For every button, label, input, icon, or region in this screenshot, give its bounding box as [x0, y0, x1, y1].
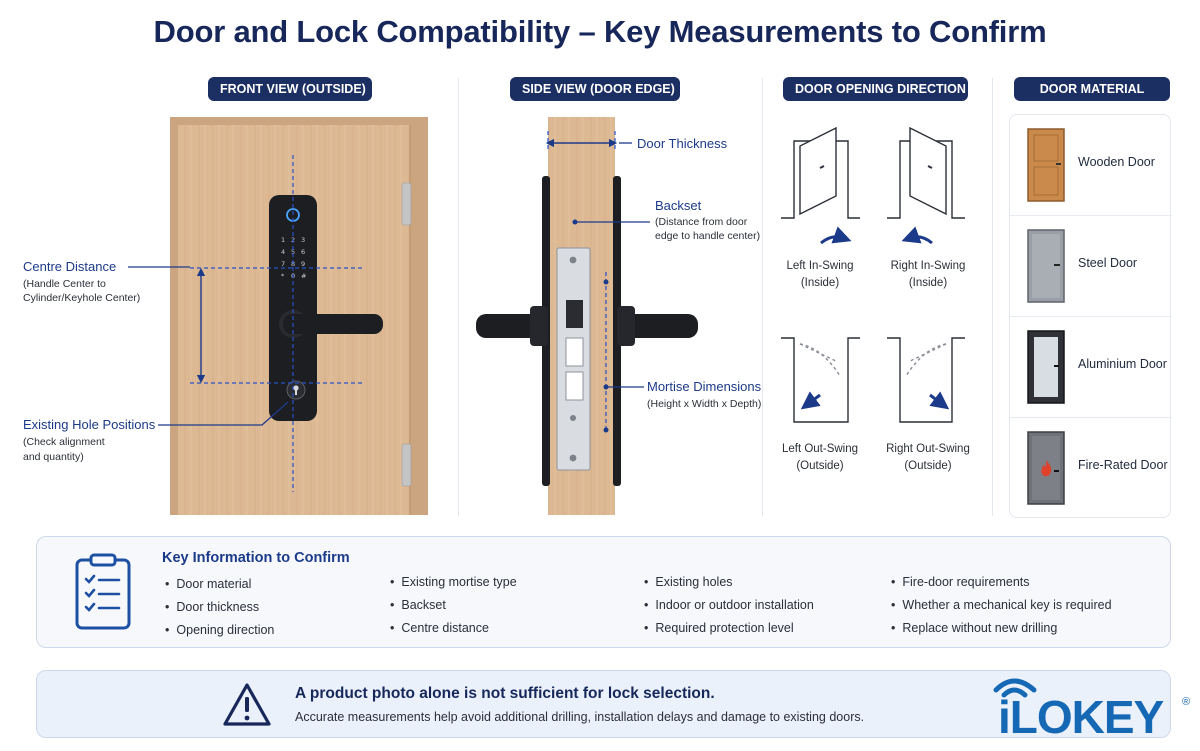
warning-icon	[223, 683, 271, 726]
key-info-item: Required protection level	[644, 617, 814, 640]
material-row-fire-rated: Fire-Rated Door	[1010, 418, 1172, 519]
ilokey-logo: iLOKEY ®	[986, 668, 1196, 748]
key-info-column-2: Existing mortise type Backset Centre dis…	[390, 571, 517, 640]
material-row-wooden: Wooden Door	[1010, 115, 1172, 216]
key-info-item: Whether a mechanical key is required	[891, 594, 1111, 617]
svg-text:4: 4	[281, 248, 285, 256]
swing-name: Right In-Swing	[890, 260, 966, 272]
swing-side: (Inside)	[908, 277, 948, 289]
mortise-points	[603, 279, 609, 433]
svg-text:#: #	[301, 272, 306, 280]
swing-left-out	[781, 337, 860, 423]
divider-3	[992, 78, 993, 516]
material-label: Wooden Door	[1078, 155, 1155, 169]
warning-box: A product photo alone is not sufficient …	[36, 670, 1171, 738]
centre-distance-note-2: Cylinder/Keyhole Center)	[23, 292, 141, 304]
key-info-title: Key Information to Confirm	[162, 550, 350, 566]
key-info-item: Existing holes	[644, 571, 814, 594]
swing-name: Right Out-Swing	[886, 443, 970, 455]
existing-holes-note-1: (Check alignment	[23, 436, 105, 448]
swing-name: Left In-Swing	[786, 260, 854, 272]
key-info-item: Fire-door requirements	[891, 571, 1112, 594]
svg-text:9: 9	[301, 260, 305, 268]
page-title: Door and Lock Compatibility – Key Measur…	[153, 14, 1047, 49]
backset-point	[572, 219, 578, 225]
swing-left-out-arrow	[800, 391, 821, 410]
centre-distance-title: Centre Distance	[23, 259, 117, 274]
svg-text:5: 5	[291, 248, 295, 256]
key-info-column-4: Fire-door requirements Whether a mechani…	[891, 571, 1112, 640]
swing-side: (Inside)	[800, 277, 840, 289]
warning-title: A product photo alone is not sufficient …	[295, 685, 715, 702]
steel-door-icon	[1027, 229, 1065, 303]
material-row-aluminium: Aluminium Door	[1010, 317, 1172, 418]
warning-subtitle: Accurate measurements help avoid additio…	[295, 710, 865, 724]
material-label: Steel Door	[1078, 256, 1138, 270]
swing-side: (Outside)	[796, 460, 844, 472]
section-label-side-view: SIDE VIEW (DOOR EDGE)	[510, 77, 680, 101]
key-info-item: Replace without new drilling	[891, 617, 1112, 640]
swing-label-left-in: Left In-Swing (Inside)	[765, 258, 875, 292]
key-info-item: Existing mortise type	[390, 571, 516, 594]
existing-holes-title: Existing Hole Positions	[23, 417, 156, 432]
existing-holes-leader	[158, 401, 289, 426]
door-thickness-title: Door Thickness	[637, 136, 728, 151]
key-info-column-1: Door material Door thickness Opening dir…	[165, 573, 274, 642]
swing-right-out	[887, 337, 965, 423]
clipboard-checklist-icon	[75, 553, 131, 630]
mortise-title: Mortise Dimensions	[647, 379, 762, 394]
front-measure-lines	[190, 155, 365, 492]
key-info-item: Door thickness	[165, 596, 274, 619]
swing-label-right-in: Right In-Swing (Inside)	[873, 258, 983, 292]
key-info-item: Backset	[390, 594, 517, 617]
svg-text:3: 3	[301, 236, 305, 244]
section-label-door-material: DOOR MATERIAL	[1014, 77, 1170, 101]
key-info-column-3: Existing holes Indoor or outdoor install…	[644, 571, 814, 640]
mortise-note: (Height x Width x Depth)	[647, 398, 762, 410]
section-label-front-view: FRONT VIEW (OUTSIDE)	[208, 77, 372, 101]
swing-side: (Outside)	[904, 460, 952, 472]
backset-note-2: edge to handle center)	[655, 230, 761, 242]
wifi-signal-icon	[993, 678, 1037, 698]
swing-right-in-arrow	[901, 226, 933, 245]
aluminium-door-icon	[1027, 330, 1065, 404]
svg-text:6: 6	[301, 248, 305, 256]
side-door-edge	[476, 117, 698, 515]
key-info-box: Key Information to Confirm Door material…	[36, 536, 1171, 648]
existing-holes-note-2: and quantity)	[23, 451, 84, 463]
logo-wordmark: iLOKEY	[998, 691, 1164, 743]
key-info-item: Indoor or outdoor installation	[644, 594, 813, 617]
material-label: Aluminium Door	[1078, 357, 1167, 371]
swing-label-left-out: Left Out-Swing (Outside)	[765, 441, 875, 475]
key-info-item: Opening direction	[165, 619, 274, 642]
fire-rated-door-icon	[1027, 431, 1065, 505]
swing-name: Left Out-Swing	[781, 443, 859, 455]
key-info-item: Centre distance	[390, 617, 517, 640]
material-row-steel: Steel Door	[1010, 216, 1172, 317]
svg-text:1: 1	[281, 236, 285, 244]
section-label-opening-direction: DOOR OPENING DIRECTION	[783, 77, 968, 101]
swing-right-out-arrow	[929, 391, 950, 410]
wooden-door-icon	[1027, 128, 1065, 202]
door-material-panel: Wooden Door Steel Door Aluminium Door Fi…	[1009, 114, 1172, 519]
material-label: Fire-Rated Door	[1078, 458, 1168, 472]
registered-mark: ®	[1182, 696, 1191, 708]
divider-1	[458, 78, 459, 516]
swing-label-right-out: Right Out-Swing (Outside)	[873, 441, 983, 475]
swing-left-in	[781, 126, 860, 219]
swing-left-in-arrow	[820, 226, 852, 245]
swing-right-in	[887, 126, 965, 219]
backset-note-1: (Distance from door	[655, 216, 748, 228]
key-info-item: Door material	[165, 573, 274, 596]
svg-text:7: 7	[281, 260, 285, 268]
centre-distance-note-1: (Handle Center to	[23, 278, 106, 290]
divider-2	[762, 78, 763, 516]
svg-text:*: *	[281, 272, 285, 280]
backset-title: Backset	[655, 198, 702, 213]
